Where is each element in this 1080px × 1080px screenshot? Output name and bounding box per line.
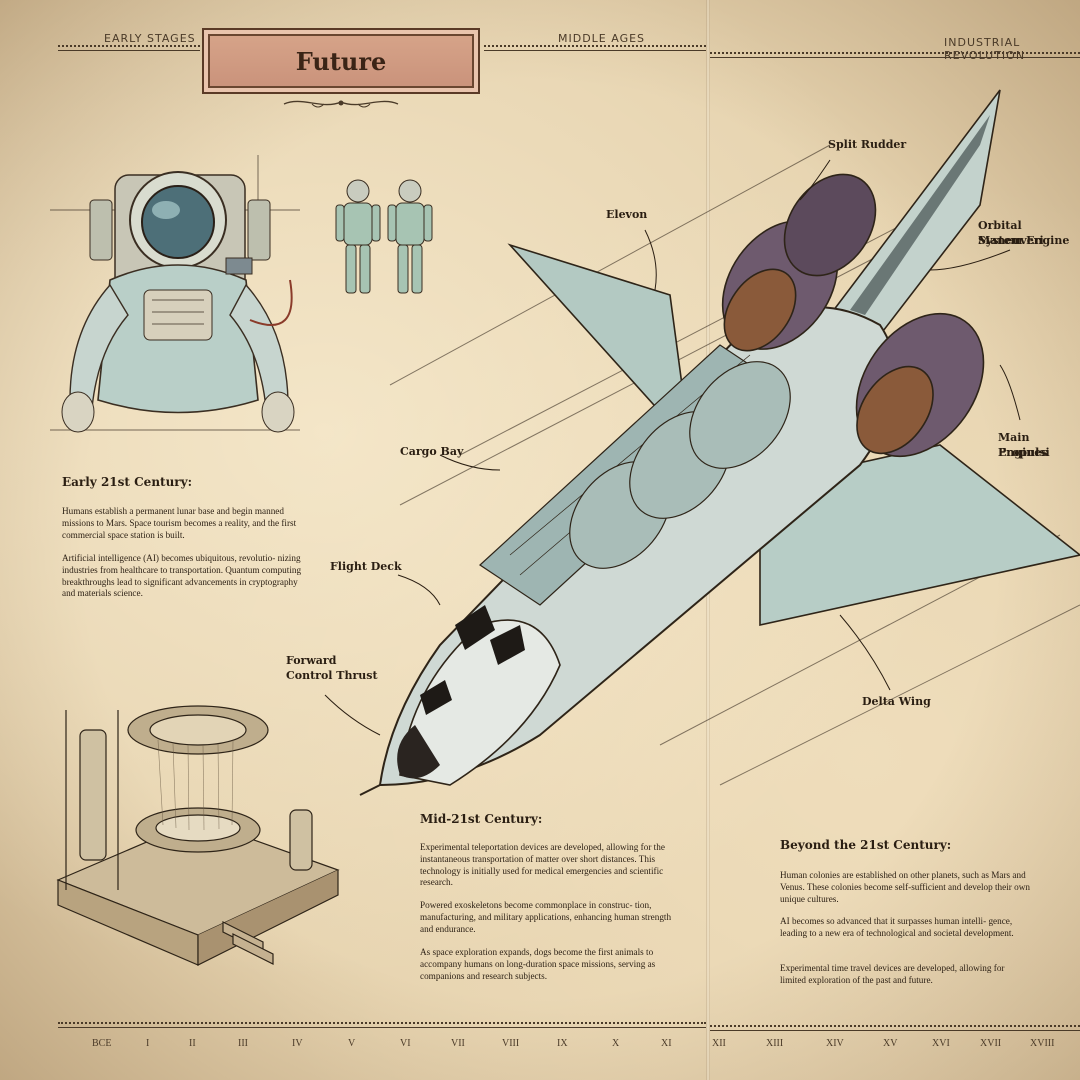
title-flourish-icon xyxy=(283,100,399,108)
era-early-stages: EARLY STAGES xyxy=(104,32,196,45)
footer-numeral: II xyxy=(189,1038,196,1049)
footer-numeral: X xyxy=(612,1038,620,1049)
callout-oms-line2: System Engine xyxy=(978,234,1070,247)
title-plaque: Future xyxy=(202,28,480,94)
footer-numeral: XIV xyxy=(826,1038,844,1049)
early-century-heading: Early 21st Century: xyxy=(62,475,193,489)
footer-numeral: XIII xyxy=(766,1038,784,1049)
callout-main-engines-line2: Engines xyxy=(998,446,1048,459)
beyond-century-paragraph-1: Human colonies are established on other … xyxy=(780,870,1030,904)
mid-century-paragraph-3: As space exploration expands, dogs becom… xyxy=(420,947,656,981)
teleporter-device-icon xyxy=(56,705,340,966)
footer-numeral: V xyxy=(348,1038,356,1049)
footer-numeral: VIII xyxy=(502,1038,520,1049)
footer-rule-right xyxy=(710,1025,1080,1031)
footer-numeral: XVI xyxy=(932,1038,950,1049)
callout-delta-wing: Delta Wing xyxy=(862,695,931,708)
early-century-paragraph-1: Humans establish a permanent lunar base … xyxy=(62,506,297,540)
footer-numeral: III xyxy=(238,1038,248,1049)
header-rule-right xyxy=(710,52,1080,58)
callout-forward-line1: Forward xyxy=(286,654,337,667)
astronaut-pair-icon xyxy=(335,179,433,294)
footer-numeral: IV xyxy=(292,1038,303,1049)
callout-flight-deck: Flight Deck xyxy=(330,560,402,573)
footer-numeral: IX xyxy=(557,1038,568,1049)
early-century-paragraph-2: Artificial intelligence (AI) becomes ubi… xyxy=(62,553,302,599)
footer-numeral: XI xyxy=(661,1038,672,1049)
mid-century-paragraph-2: Powered exoskeletons become commonplace … xyxy=(420,900,672,934)
beyond-century-paragraph-3: Experimental time travel devices are dev… xyxy=(780,963,1005,985)
mid-century-heading: Mid-21st Century: xyxy=(420,812,543,826)
footer-numeral: XII xyxy=(712,1038,726,1049)
footer-numeral: BCE xyxy=(92,1038,112,1049)
mid-century-paragraph-1: Experimental teleportation devices are d… xyxy=(420,842,665,888)
footer-numeral: VI xyxy=(400,1038,411,1049)
callout-split-rudder: Split Rudder xyxy=(828,138,907,151)
callout-oms-line1: Orbital Maneuveri xyxy=(978,219,1044,247)
page-title: Future xyxy=(295,46,387,76)
footer-numeral: I xyxy=(146,1038,150,1049)
era-industrial-revolution: INDUSTRIAL REVOLUTION xyxy=(944,36,1026,62)
footer-numeral: XVIII xyxy=(1030,1038,1055,1049)
callout-elevon: Elevon xyxy=(606,208,648,221)
space-shuttle-icon xyxy=(359,89,1080,796)
footer-rule-left xyxy=(58,1022,706,1028)
era-middle-ages: MIDDLE AGES xyxy=(558,32,646,45)
callout-forward-line2: Control Thrust xyxy=(286,669,378,682)
header-rule-mid xyxy=(484,45,706,51)
beyond-century-paragraph-2: AI becomes so advanced that it surpasses… xyxy=(780,916,1014,938)
footer-numeral: VII xyxy=(451,1038,465,1049)
callout-cargo-bay: Cargo Bay xyxy=(400,445,464,458)
footer-numeral: XV xyxy=(883,1038,898,1049)
footer-numeral: XVII xyxy=(980,1038,1002,1049)
header-rule-left xyxy=(58,45,200,51)
callout-main-engines-line1: Main Propulsi xyxy=(998,431,1050,459)
beyond-century-heading: Beyond the 21st Century: xyxy=(780,838,952,852)
astronaut-icon xyxy=(50,155,300,433)
